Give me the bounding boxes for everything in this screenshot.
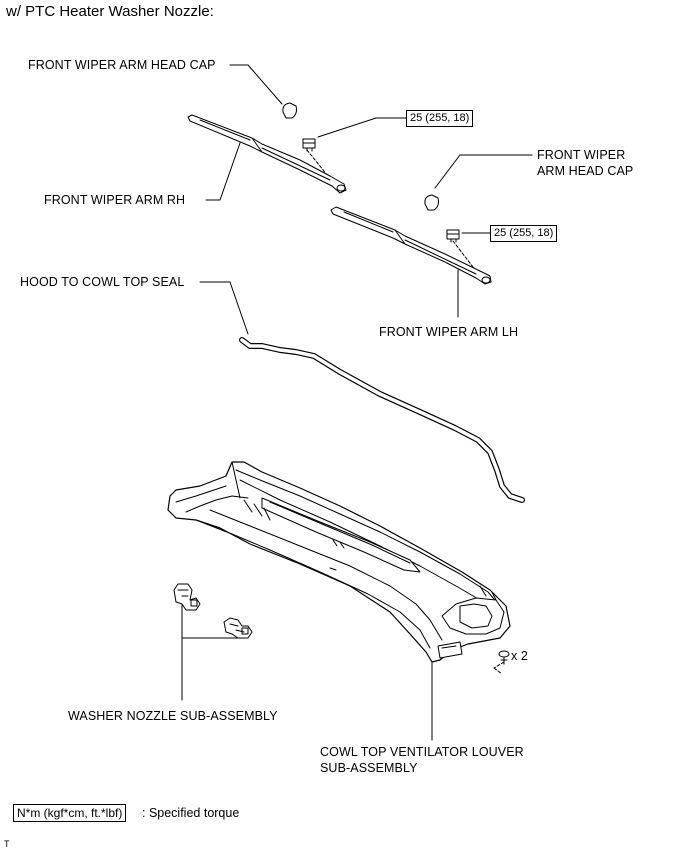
cowl-top-seal-shape: [239, 337, 525, 503]
head-cap-lh-shape: [424, 194, 439, 211]
leader-lines: [181, 64, 533, 741]
label-louver-line2: SUB-ASSEMBLY: [320, 761, 418, 775]
nut-lh-shape: [446, 229, 460, 243]
torque-box-lh: 25 (255, 18): [490, 225, 558, 242]
clip-shape: [498, 650, 510, 665]
label-louver-line1: COWL TOP VENTILATOR LOUVER: [320, 745, 524, 759]
head-cap-rh-shape: [282, 102, 297, 119]
label-head-cap-lh-line2: ARM HEAD CAP: [537, 164, 634, 178]
label-head-cap-lh-line1: FRONT WIPER: [537, 148, 626, 162]
label-clip-qty: x 2: [511, 649, 528, 663]
label-nozzle: WASHER NOZZLE SUB-ASSEMBLY: [68, 709, 278, 723]
corner-mark: T: [4, 839, 10, 849]
label-arm-lh: FRONT WIPER ARM LH: [379, 325, 519, 339]
washer-nozzle-shapes: [173, 583, 253, 639]
cowl-louver-shape: [167, 461, 511, 663]
legend-torque-box: N*m (kgf*cm, ft.*lbf): [13, 804, 127, 822]
label-head-cap-rh: FRONT WIPER ARM HEAD CAP: [28, 58, 216, 72]
torque-box-rh: 25 (255, 18): [406, 110, 474, 127]
wiper-arm-lh-shape: [330, 206, 492, 285]
page-title: w/ PTC Heater Washer Nozzle:: [6, 3, 214, 20]
label-arm-rh: FRONT WIPER ARM RH: [44, 193, 186, 207]
wiper-arm-rh-shape: [187, 114, 347, 194]
label-seal: HOOD TO COWL TOP SEAL: [20, 275, 185, 289]
legend-torque-text: : Specified torque: [142, 806, 240, 820]
nut-rh-shape: [302, 138, 316, 152]
